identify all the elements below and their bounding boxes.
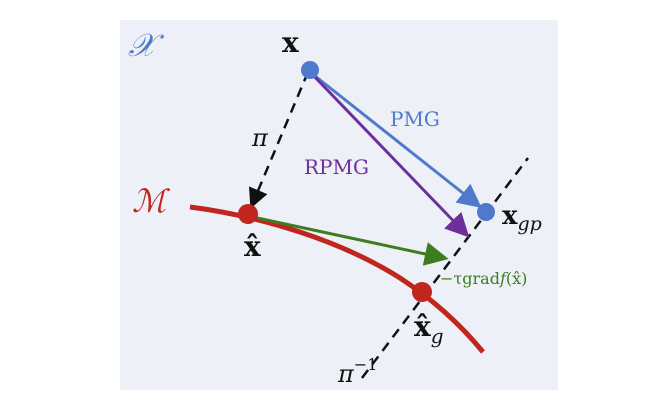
gradient-label: −τgradf(x̂) [440,269,527,288]
point-xg-subscript: g [431,324,444,348]
inverse-projection-label: π−1 [337,355,377,388]
manifold-label: ℳ [132,182,171,220]
pmg-arrow [309,70,482,208]
point-x-label: x [282,26,299,59]
inverse-projection-base: π [337,360,355,388]
point-xgp-label: xgp [502,201,542,235]
rpmg-label: RPMG [304,155,369,179]
point-xg-label: x̂g [414,310,444,348]
gradient-arrow [247,214,449,266]
point-xgp-dot [477,203,495,221]
point-xg-dot [412,282,432,302]
point-xgp-subscript: gp [518,213,542,235]
point-xhat-label: x̂ [244,230,261,263]
gradient-label-prefix: −τgrad [440,269,500,288]
space-label: 𝒳 [128,26,165,64]
rpmg-arrow [308,70,470,238]
projection-label: π [251,124,269,152]
gradient-label-func: f [499,269,509,288]
pmg-label: PMG [390,107,440,131]
point-xg-base: x̂ [414,310,431,343]
inverse-projection-exponent: −1 [354,355,378,374]
gradient-label-arg: (x̂) [506,269,528,288]
inverse-projection-line [361,157,529,379]
point-xhat-dot [238,204,258,224]
point-x-dot [301,61,319,79]
projection-arrow [248,71,310,209]
point-xgp-base: x [502,201,518,231]
